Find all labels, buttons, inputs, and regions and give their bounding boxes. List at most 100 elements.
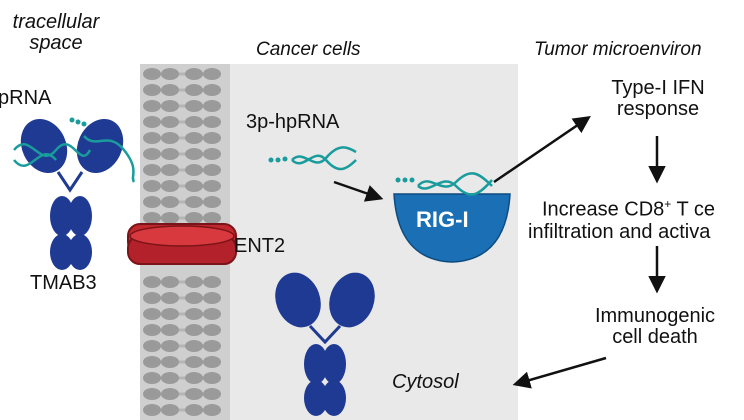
lipid-head: [185, 292, 203, 304]
region-label-cancer-cells: Cancer cells: [256, 39, 361, 60]
lipid-head: [143, 388, 161, 400]
lipid-head: [185, 276, 203, 288]
lipid-head: [161, 148, 179, 160]
lipid-head: [185, 340, 203, 352]
lipid-head: [185, 212, 203, 224]
lipid-head: [143, 148, 161, 160]
arrow-rna-to-rigi: [333, 180, 384, 202]
lipid-head: [161, 276, 179, 288]
lipid-head: [161, 404, 179, 416]
lipid-head: [143, 180, 161, 192]
lipid-head: [203, 212, 221, 224]
free-3p-hprna: [268, 146, 357, 171]
lipid-head: [203, 324, 221, 336]
flow-step-cd8-line2: infiltration and activa: [528, 221, 711, 243]
lipid-head: [161, 356, 179, 368]
lipid-head: [161, 292, 179, 304]
lipid-head: [143, 100, 161, 112]
lipid-head: [203, 84, 221, 96]
lipid-head: [143, 132, 161, 144]
lipid-head: [185, 116, 203, 128]
lipid-head: [161, 212, 179, 224]
label-left-rna: pRNA: [0, 87, 52, 109]
lipid-head: [185, 324, 203, 336]
lipid-head: [143, 84, 161, 96]
lipid-head: [203, 148, 221, 160]
label-3p-hprna: 3p-hpRNA: [246, 111, 340, 133]
flow-step-cell-death: Immunogenic cell death: [594, 305, 716, 348]
lipid-head: [185, 372, 203, 384]
ent2-transporter: [127, 223, 237, 265]
lipid-head: [143, 308, 161, 320]
lipid-head: [143, 212, 161, 224]
lipid-head: [185, 100, 203, 112]
lipid-head: [143, 68, 161, 80]
lipid-head: [185, 84, 203, 96]
lipid-head: [143, 404, 161, 416]
lipid-head: [203, 68, 221, 80]
lipid-head: [161, 340, 179, 352]
lipid-head: [203, 388, 221, 400]
lipid-head: [185, 148, 203, 160]
lipid-head: [161, 132, 179, 144]
label-rig-i: RIG-I: [416, 207, 469, 232]
lipid-head: [143, 276, 161, 288]
label-ent2: ENT2: [234, 235, 286, 257]
lipid-head: [143, 164, 161, 176]
lipid-head: [203, 340, 221, 352]
lipid-head: [143, 292, 161, 304]
lipid-head: [161, 84, 179, 96]
lipid-head: [161, 196, 179, 208]
rig-i-sensor: [393, 172, 511, 263]
cd8-text-end: T ce: [671, 198, 716, 221]
lipid-head: [161, 68, 179, 80]
flow-step-ifn-response: Type-I IFN response: [611, 77, 705, 120]
region-label-extracellular: tracellular space: [12, 11, 100, 54]
lipid-head: [203, 308, 221, 320]
lipid-head: [203, 404, 221, 416]
lipid-bilayer: [143, 68, 221, 416]
lipid-head: [185, 132, 203, 144]
lipid-head: [161, 372, 179, 384]
lipid-head: [185, 308, 203, 320]
lipid-head: [161, 116, 179, 128]
lipid-head: [185, 356, 203, 368]
tmab3-antibody-complex: [13, 117, 136, 270]
cd8-text: Increase CD8: [542, 198, 665, 221]
arrow-death-to-cytosol: [512, 356, 607, 389]
label-tmab3: TMAB3: [30, 272, 97, 294]
lipid-head: [185, 196, 203, 208]
lipid-head: [185, 164, 203, 176]
lipid-head: [203, 100, 221, 112]
lipid-head: [143, 196, 161, 208]
lipid-head: [161, 388, 179, 400]
lipid-head: [185, 180, 203, 192]
lipid-head: [203, 116, 221, 128]
lipid-head: [203, 164, 221, 176]
flow-step-cd8-line1: Increase CD8+ T ce: [542, 198, 715, 221]
lipid-head: [185, 68, 203, 80]
label-cytosol: Cytosol: [392, 371, 459, 393]
lipid-head: [161, 164, 179, 176]
lipid-head: [203, 292, 221, 304]
lipid-head: [143, 372, 161, 384]
internalized-antibody: [275, 272, 375, 416]
lipid-head: [185, 388, 203, 400]
lipid-head: [203, 372, 221, 384]
lipid-head: [161, 100, 179, 112]
lipid-head: [203, 276, 221, 288]
arrow-rigi-to-ifn: [493, 116, 591, 184]
cd8-superscript: +: [664, 197, 672, 211]
lipid-head: [143, 116, 161, 128]
lipid-head: [203, 356, 221, 368]
lipid-head: [161, 324, 179, 336]
lipid-head: [143, 324, 161, 336]
lipid-head: [143, 340, 161, 352]
lipid-head: [161, 308, 179, 320]
region-label-tumor-microenvironment: Tumor microenviron: [534, 39, 702, 60]
lipid-head: [203, 132, 221, 144]
lipid-head: [185, 404, 203, 416]
lipid-head: [143, 356, 161, 368]
lipid-head: [203, 196, 221, 208]
